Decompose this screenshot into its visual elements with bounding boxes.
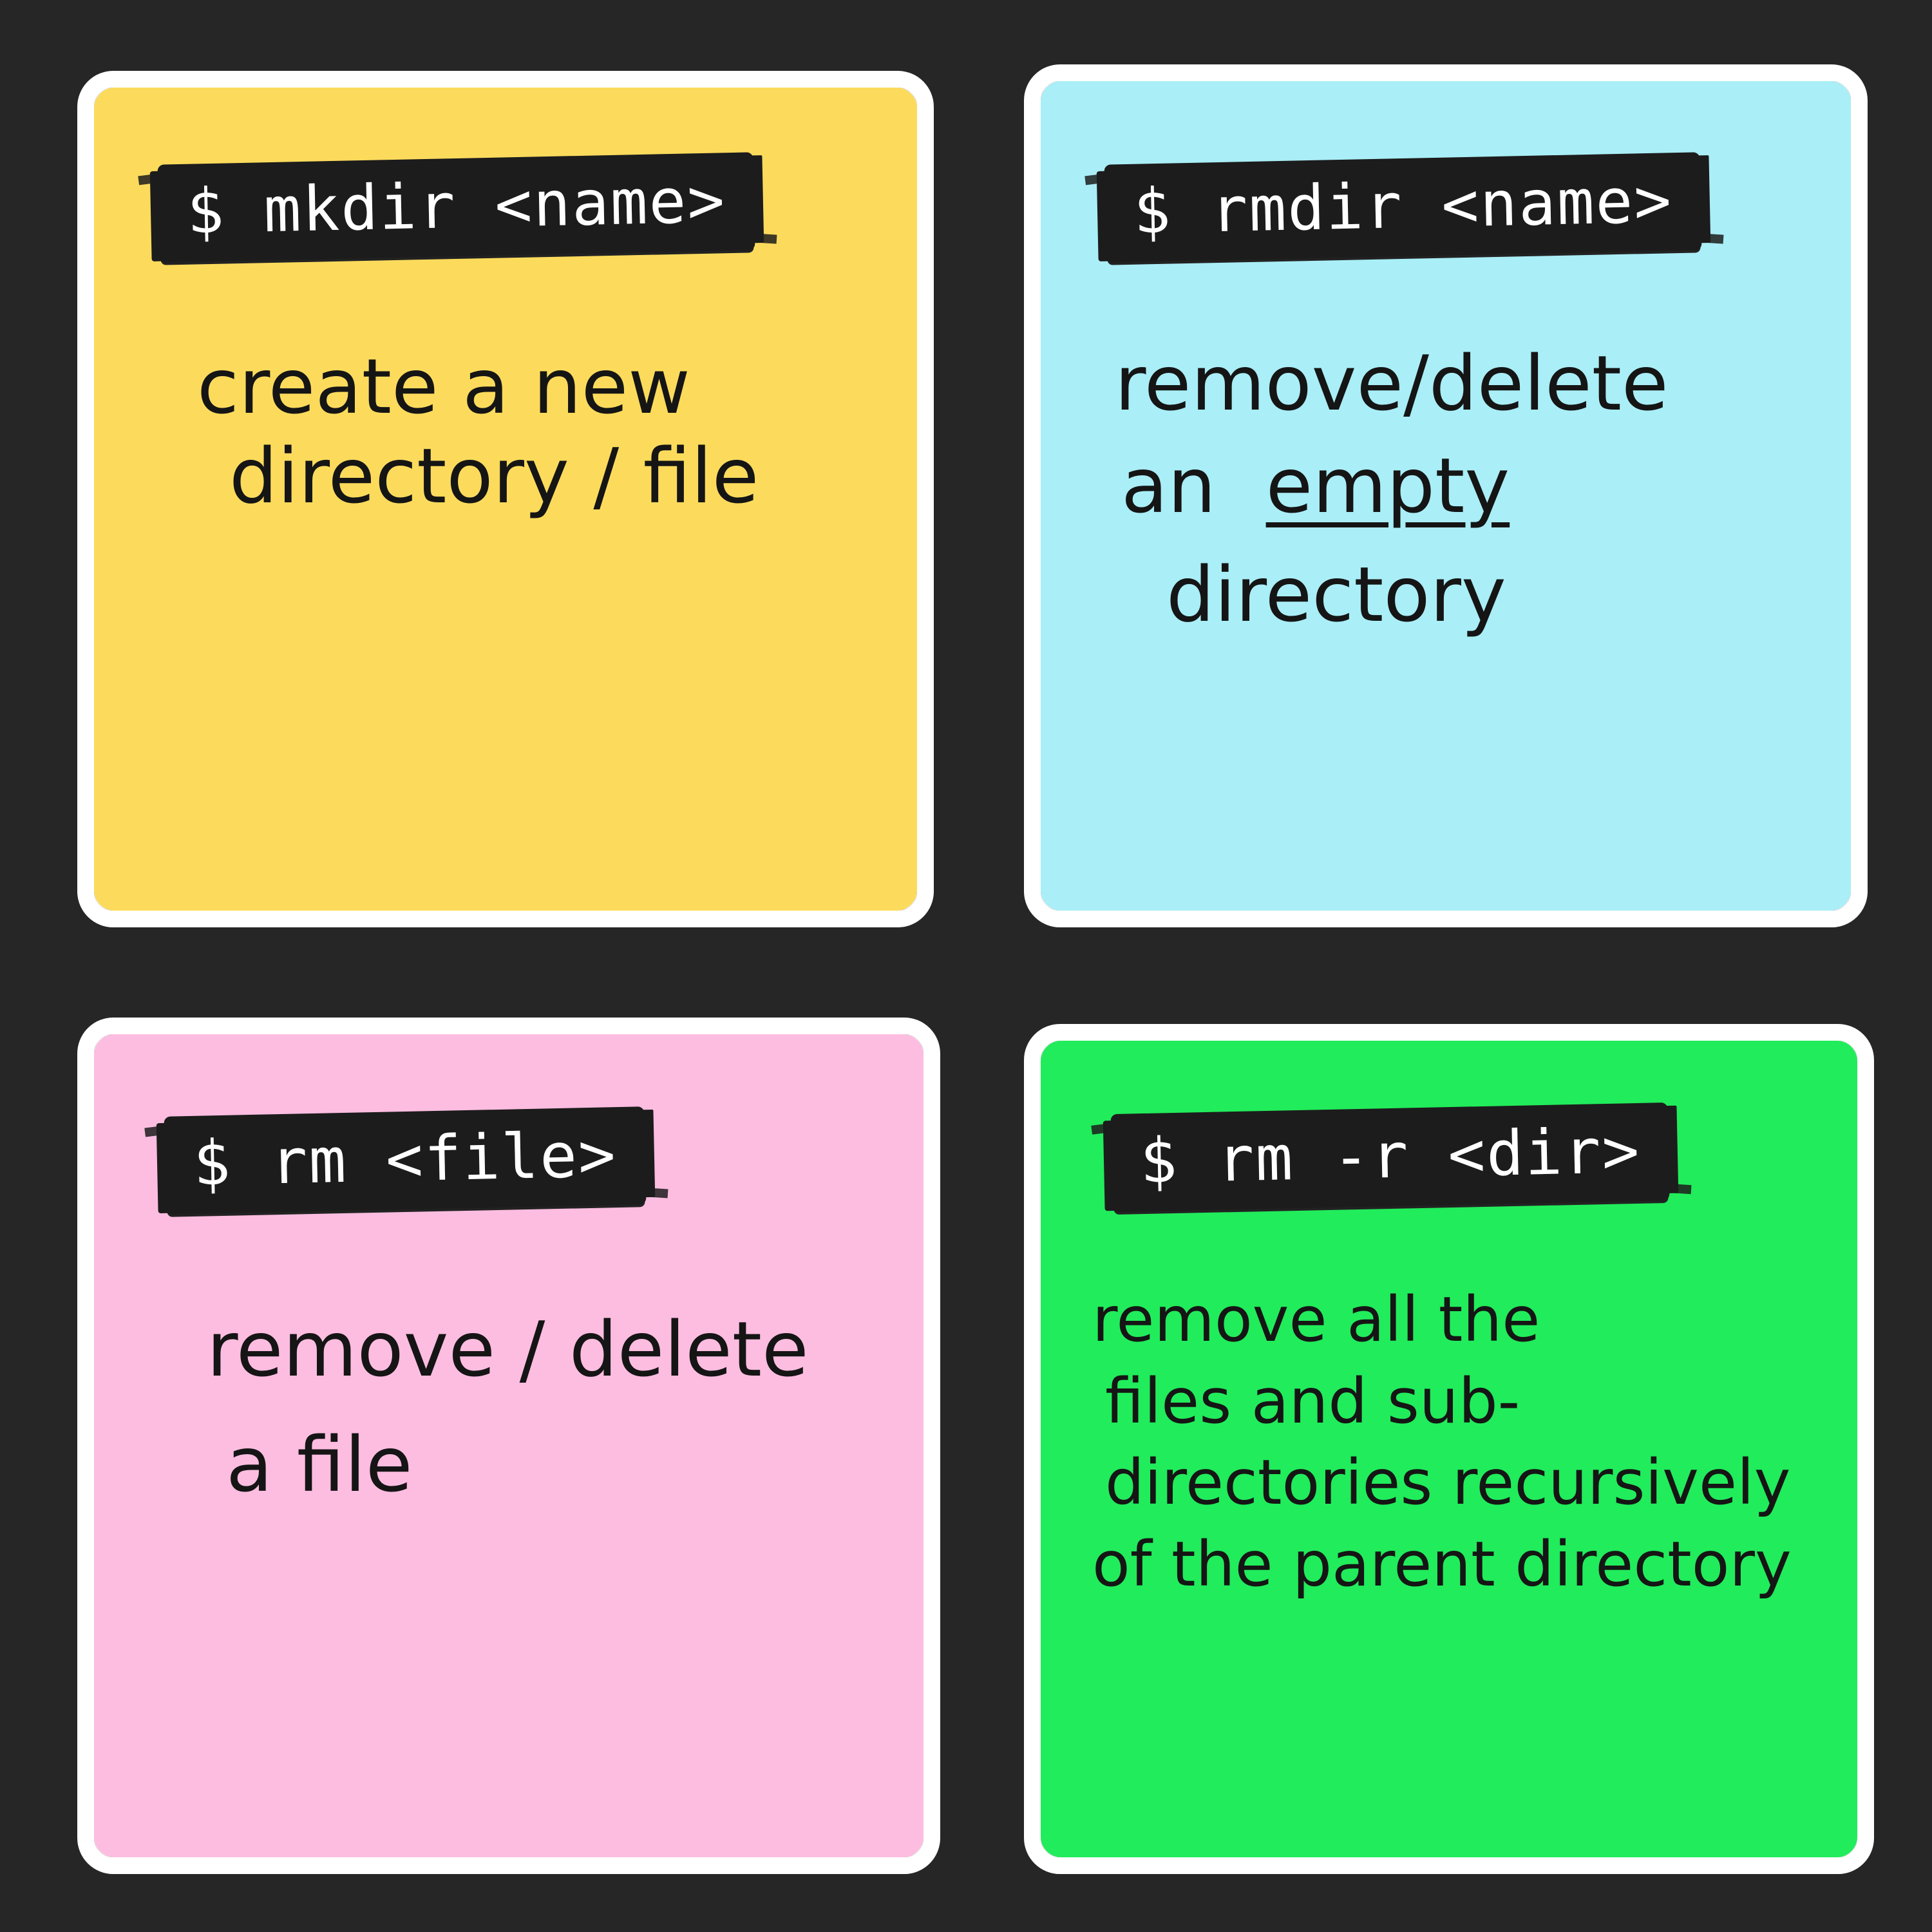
description-rm-r: remove all the files and sub- directorie…: [1092, 1279, 1792, 1605]
description-line: remove all the: [1092, 1283, 1540, 1356]
note-card-mkdir: $ mkdir <name> create a new directory / …: [77, 71, 934, 927]
description-rm: remove / delete a file: [207, 1305, 809, 1510]
description-line: directory: [1166, 550, 1506, 639]
description-mkdir: create a new directory / file: [197, 342, 759, 521]
description-rmdir: remove/delete an empty directory: [1115, 339, 1669, 640]
description-line: directory / file: [229, 431, 759, 521]
description-line: an empty: [1115, 441, 1669, 531]
description-line: directories recursively: [1105, 1446, 1791, 1519]
note-card-rm: $ rm <file> remove / delete a file: [77, 1018, 940, 1874]
note-card-rm-r: $ rm -r <dir> remove all the files and s…: [1024, 1024, 1874, 1874]
description-word: an: [1121, 441, 1217, 531]
command-label-rm: $ rm <file>: [164, 1106, 647, 1215]
description-line: files and sub-: [1105, 1365, 1520, 1437]
description-line: of the parent directory: [1092, 1528, 1792, 1601]
description-line: create a new: [197, 342, 690, 431]
description-line: remove / delete: [207, 1305, 809, 1394]
description-line: a file: [226, 1420, 413, 1510]
command-label-mkdir: $ mkdir <name>: [157, 152, 755, 263]
emphasized-word-empty: empty: [1265, 441, 1510, 531]
description-line: remove/delete: [1115, 339, 1669, 428]
command-label-rmdir: $ rmdir <name>: [1104, 152, 1702, 263]
command-label-rm-r: $ rm -r <dir>: [1110, 1102, 1670, 1213]
note-card-rmdir: $ rmdir <name> remove/delete an empty di…: [1024, 64, 1868, 927]
